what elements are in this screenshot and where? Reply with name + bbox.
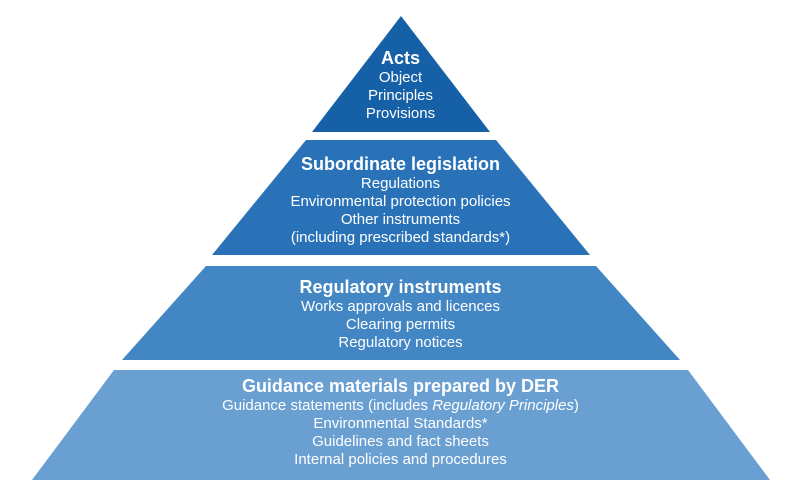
guidance-statements-suffix: ) xyxy=(573,397,579,414)
tier-guidance-materials-item: Internal policies and procedures xyxy=(294,451,507,468)
tier-subordinate-legislation-item: Regulations xyxy=(360,175,441,192)
tier-acts-title: Acts xyxy=(380,48,420,68)
tier-guidance-materials-item: Guidance statements (includes Regulatory… xyxy=(0,397,801,415)
tier-acts-item: Provisions xyxy=(365,105,436,122)
tier-subordinate-legislation-shape xyxy=(212,140,590,255)
tier-guidance-materials-item: Environmental Standards* xyxy=(313,415,488,432)
tier-subordinate-legislation-title: Subordinate legislation xyxy=(300,154,501,174)
tier-acts: Acts Object Principles Provisions xyxy=(0,47,801,123)
regulatory-principles-italic: Regulatory Principles xyxy=(432,397,574,414)
tier-acts-shape xyxy=(312,16,490,132)
tier-subordinate-legislation-item: Environmental protection policies xyxy=(290,193,511,210)
tier-acts-item: Object xyxy=(378,69,423,86)
tier-guidance-materials-item: Guidelines and fact sheets xyxy=(312,433,489,450)
tier-subordinate-legislation-item: Other instruments xyxy=(340,211,461,228)
tier-guidance-materials-shape xyxy=(32,370,770,480)
tier-guidance-materials: Guidance materials prepared by DER Guida… xyxy=(0,375,801,469)
tier-regulatory-instruments-item: Clearing permits xyxy=(345,316,456,333)
tier-subordinate-legislation: Subordinate legislation Regulations Envi… xyxy=(0,153,801,247)
tier-regulatory-instruments-item: Regulatory notices xyxy=(338,334,463,351)
tier-regulatory-instruments: Regulatory instruments Works approvals a… xyxy=(0,276,801,352)
tier-subordinate-legislation-item: (including prescribed standards*) xyxy=(290,229,511,246)
tier-regulatory-instruments-title: Regulatory instruments xyxy=(299,277,502,297)
guidance-statements-prefix: Guidance statements (includes xyxy=(222,397,433,414)
tier-acts-item: Principles xyxy=(367,87,434,104)
tier-regulatory-instruments-item: Works approvals and licences xyxy=(301,298,500,315)
tier-guidance-materials-title: Guidance materials prepared by DER xyxy=(241,376,560,396)
tier-regulatory-instruments-shape xyxy=(122,266,680,360)
